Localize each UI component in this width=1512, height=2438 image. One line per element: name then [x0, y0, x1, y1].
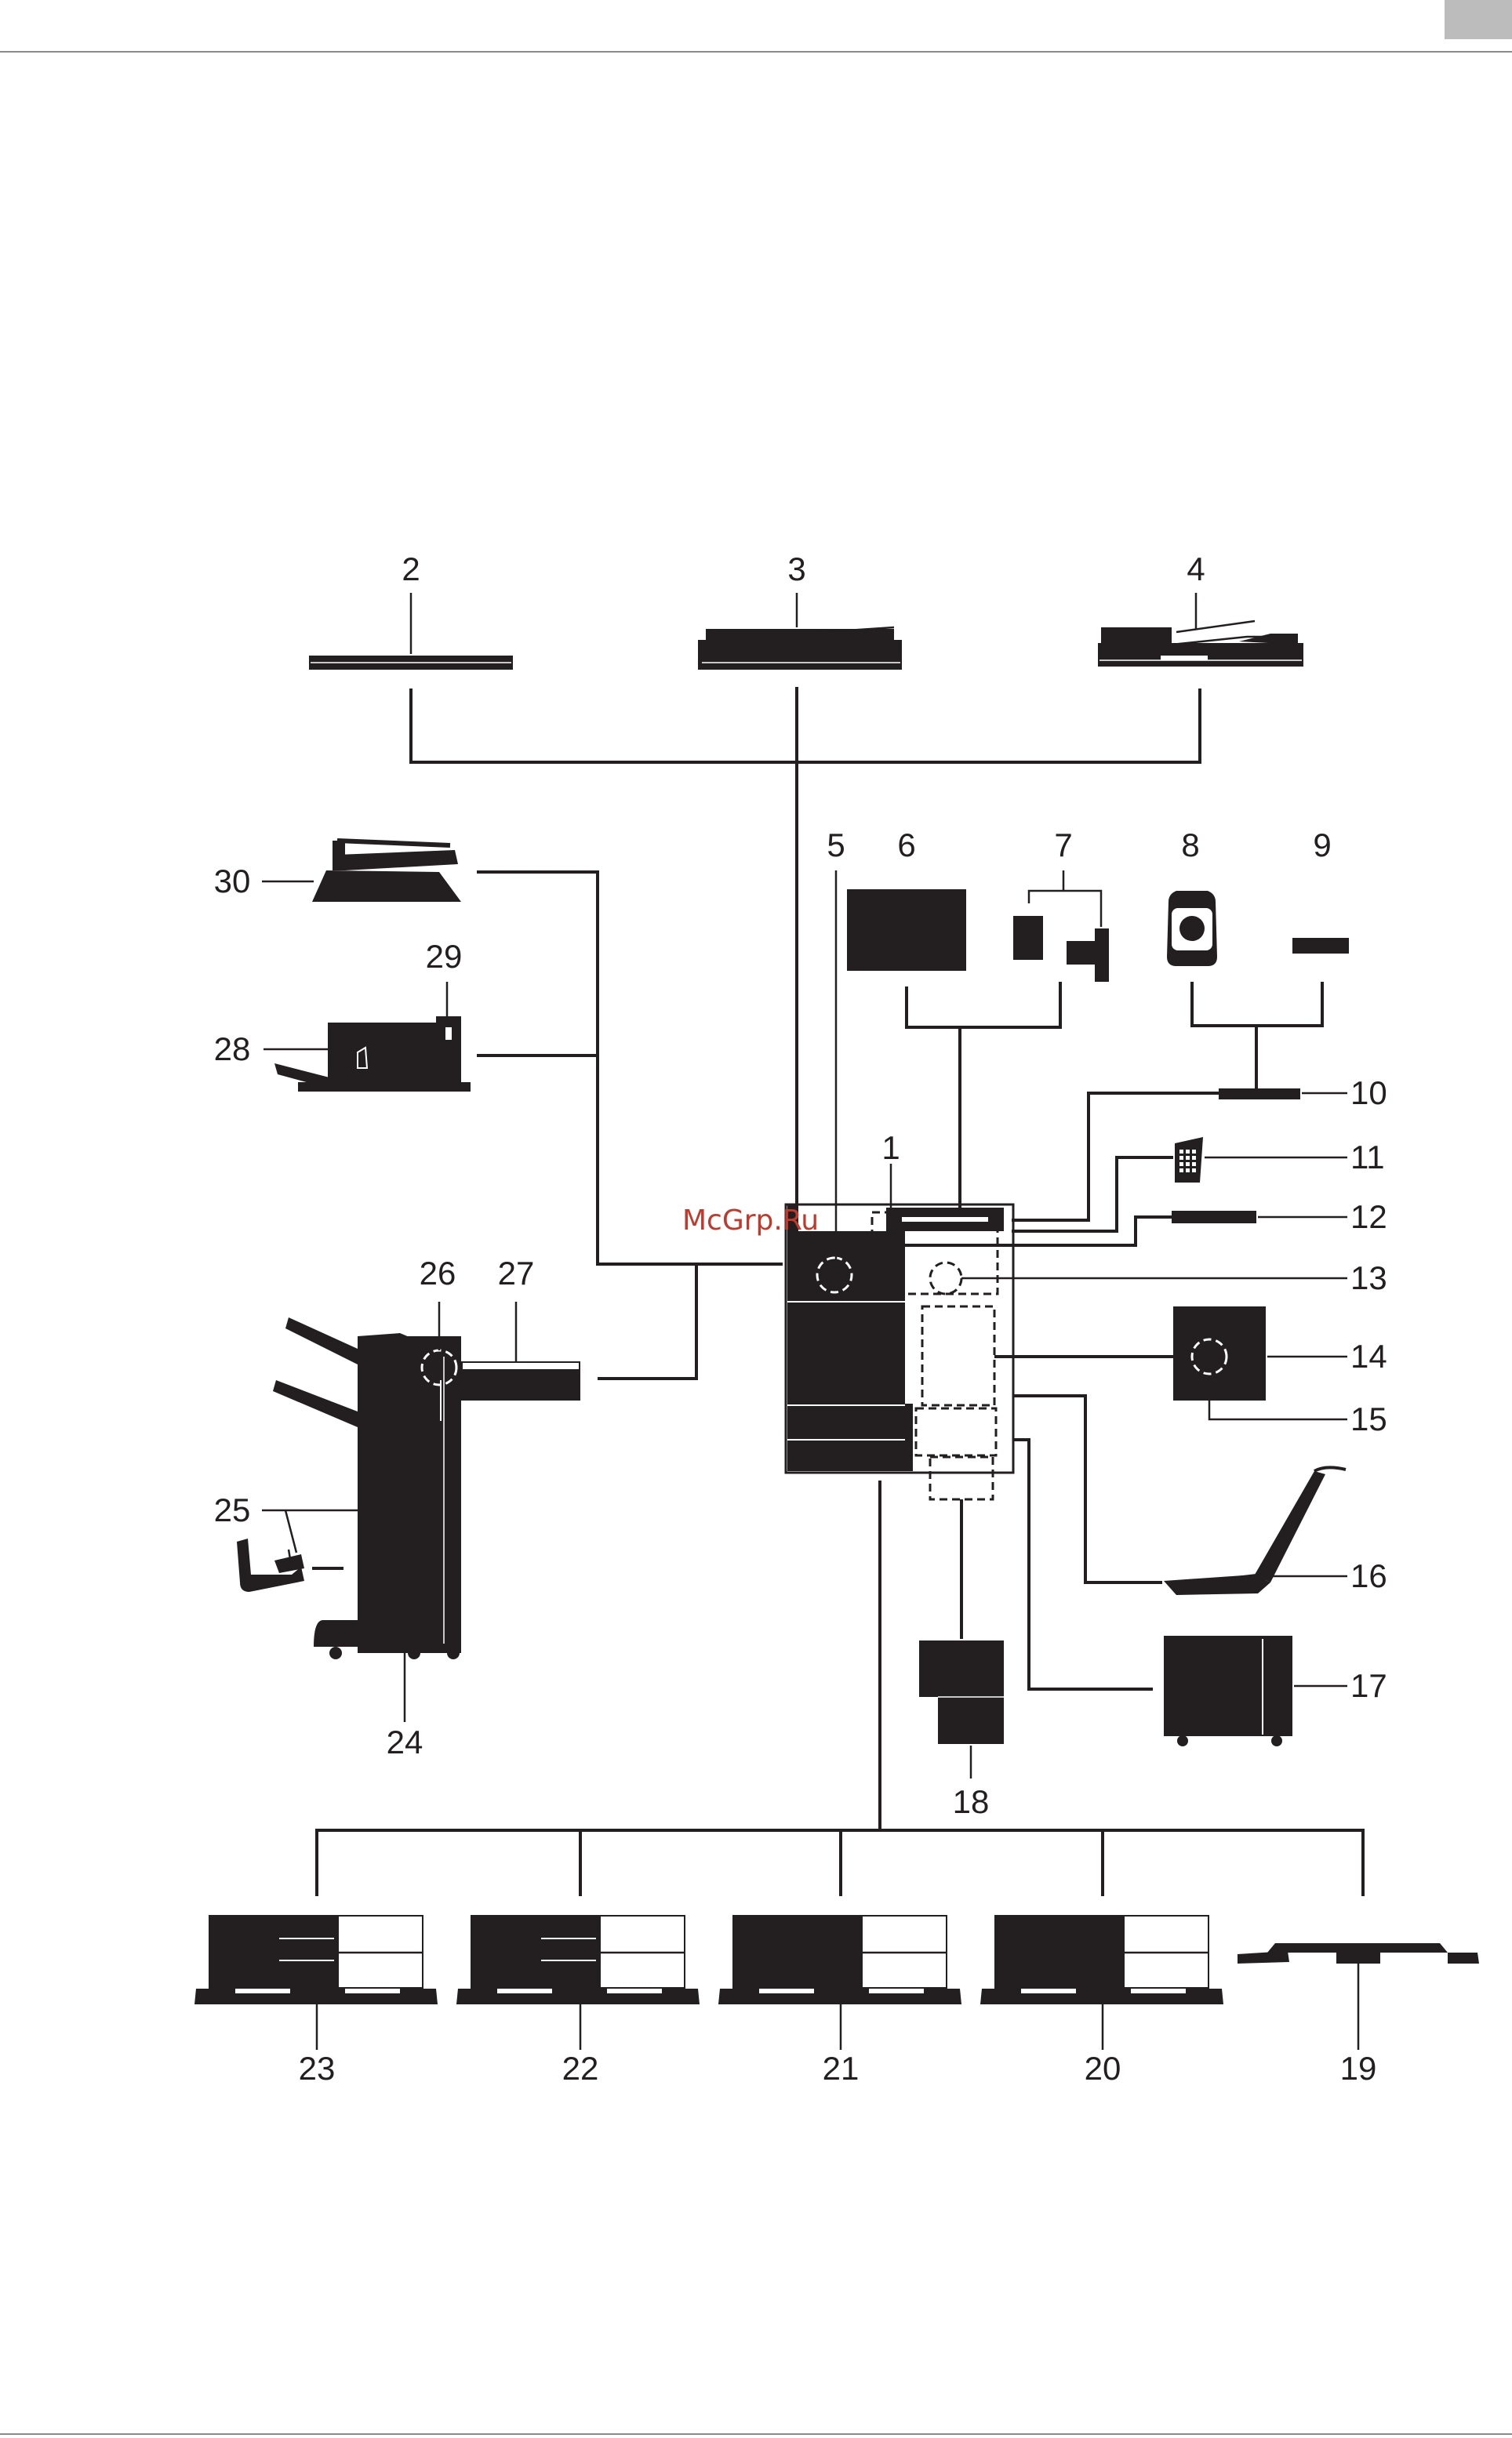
authentication-unit — [1219, 1088, 1300, 1099]
label-21: 21 — [823, 2050, 860, 2087]
label-6: 6 — [897, 827, 915, 863]
finisher-fs-533 — [274, 1016, 471, 1092]
watermark: McGrp.Ru — [682, 1204, 819, 1237]
mount-kit — [1013, 916, 1109, 982]
page-tab — [1445, 0, 1512, 39]
label-7: 7 — [1054, 827, 1072, 863]
job-separator — [312, 841, 461, 902]
large-capacity-unit — [1164, 1636, 1292, 1746]
label-16: 16 — [1350, 1557, 1387, 1594]
dual-scan-document-feeder — [1098, 621, 1303, 667]
reverse-automatic-document-feeder — [698, 627, 902, 670]
label-10: 10 — [1350, 1074, 1387, 1111]
hdd-unit — [1173, 1306, 1266, 1401]
label-29: 29 — [426, 938, 463, 975]
label-19: 19 — [1340, 2050, 1377, 2087]
paper-feed-cabinet-22 — [456, 1915, 700, 2004]
fax-kit — [919, 1640, 1004, 1744]
local-interface-kit — [1292, 938, 1349, 954]
relay-unit — [461, 1361, 580, 1401]
upgrade-kit — [847, 889, 966, 971]
label-12: 12 — [1350, 1198, 1387, 1235]
image-controller — [1172, 1211, 1256, 1223]
label-1: 1 — [881, 1129, 900, 1166]
desk — [1238, 1943, 1479, 1964]
label-8: 8 — [1181, 827, 1199, 863]
label-22: 22 — [562, 2050, 599, 2087]
keypad — [1175, 1137, 1203, 1183]
label-2: 2 — [402, 550, 420, 587]
paper-feed-cabinet-23 — [194, 1915, 438, 2004]
label-28: 28 — [214, 1030, 251, 1067]
bluetooth-le-beacon — [1167, 891, 1217, 966]
label-20: 20 — [1085, 2050, 1121, 2087]
label-11: 11 — [1350, 1139, 1385, 1175]
label-26: 26 — [420, 1255, 456, 1292]
label-25: 25 — [214, 1492, 251, 1528]
label-23: 23 — [299, 2050, 336, 2087]
paper-feed-cabinet-20 — [980, 1915, 1223, 2004]
label-3: 3 — [787, 550, 805, 587]
label-14: 14 — [1350, 1338, 1387, 1375]
label-18: 18 — [953, 1783, 990, 1820]
label-9: 9 — [1313, 827, 1331, 863]
label-13: 13 — [1350, 1259, 1387, 1296]
paper-feed-cabinet-21 — [718, 1915, 961, 2004]
label-24: 24 — [387, 1724, 423, 1760]
label-30: 30 — [214, 863, 251, 899]
finisher-fs-536 — [273, 1317, 461, 1659]
label-5: 5 — [827, 827, 845, 863]
label-17: 17 — [1350, 1667, 1387, 1704]
label-4: 4 — [1187, 550, 1205, 587]
label-27: 27 — [498, 1255, 535, 1292]
original-cover — [309, 656, 513, 670]
label-15: 15 — [1350, 1401, 1387, 1437]
